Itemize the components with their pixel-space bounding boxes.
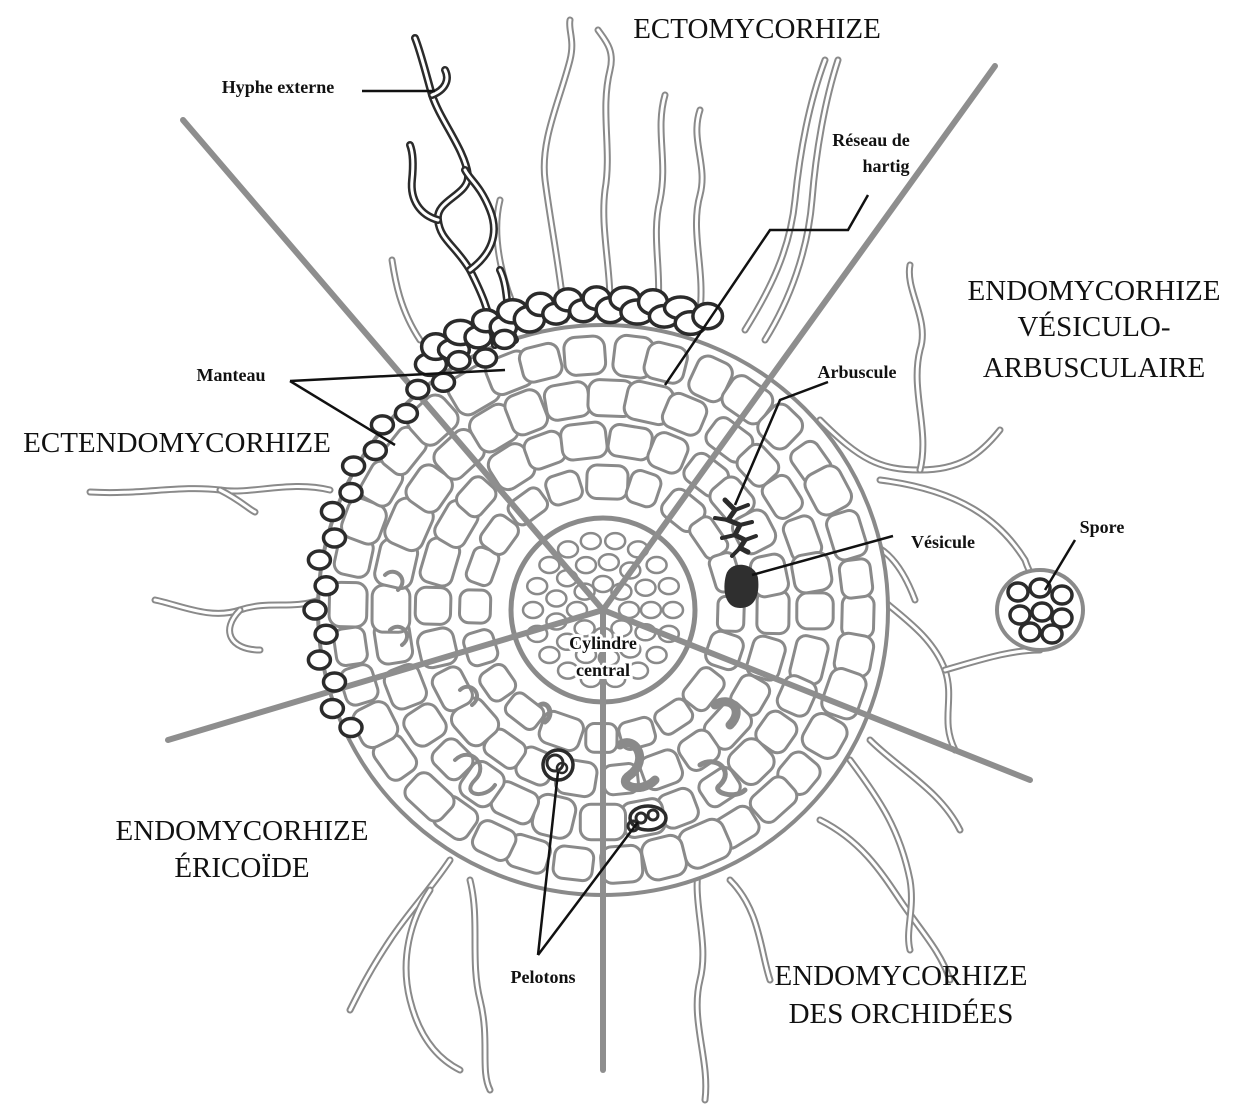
cylinder-cell [599,554,619,570]
mantle-cell [340,484,362,502]
mantle-cell [321,700,343,718]
mantle-cell [308,551,330,569]
mantle-cell [315,625,337,643]
label-reseau-line1: Réseau de [832,130,910,150]
cylinder-cell [581,533,601,549]
label-spore: Spore [1080,517,1125,537]
label-manteau: Manteau [197,365,266,385]
cortex-cell [841,595,874,639]
mantle-cell [475,349,497,367]
cylinder-cell [523,602,543,618]
cortex-cell [586,465,628,500]
cortex-cell [560,421,609,461]
mantle-cell [304,601,326,619]
ectendo-title: ECTENDOMYCORHIZE [23,427,331,459]
mantle-cell [343,457,365,475]
cortex-cell [415,587,451,625]
mantle-cell [315,577,337,595]
cylinder-cell [576,557,596,573]
cortex-cell [372,585,410,632]
cylinder-cell [659,578,679,594]
label-vesicule: Vésicule [911,532,975,552]
label-reseau-line2: hartig [863,156,910,176]
label-cylindre-line2: central [576,660,630,680]
spore-cell [1042,625,1062,643]
spore-cell [1032,603,1052,621]
mantle-cell [321,503,343,521]
cylinder-cell [546,591,566,607]
spore-cell [1052,586,1072,604]
cylinder-cell [663,602,683,618]
mantle-cell [364,442,386,460]
fungal-structures [410,38,515,345]
vesiculo-title-line2: VÉSICULO- [1017,310,1170,343]
cylinder-cell [636,580,656,596]
mantle-cell [395,404,417,422]
ericoide-title-line1: ENDOMYCORHIZE [116,815,369,847]
cortex-cell [552,845,595,882]
label-cylindre-line1: Cylindre [569,633,637,653]
cylinder-cell [558,541,578,557]
cylinder-cell [641,602,661,618]
ectomycorhize-title: ECTOMYCORHIZE [633,13,881,45]
orchidees-title-line2: DES ORCHIDÉES [789,997,1014,1030]
cylinder-cell [539,647,559,663]
mantle-cell [448,352,470,370]
cortex-cell [543,380,592,422]
label-hyphe-externe: Hyphe externe [222,77,334,97]
cylinder-cell [647,647,667,663]
cylinder-cell [527,578,547,594]
mantle-cell [324,529,346,547]
spore-cell [1008,583,1028,601]
mantle-cell [324,673,346,691]
ericoide-title-line2: ÉRICOÏDE [174,851,309,884]
cortex-cell [459,590,491,624]
cortex-cell [639,833,689,883]
cylinder-cell [593,576,613,592]
mantle-cell [308,651,330,669]
vesiculo-title-line3: ARBUSCULAIRE [983,352,1205,384]
label-arbuscule: Arbuscule [817,362,896,382]
label-pelotons: Pelotons [511,967,576,987]
cortex-cell [797,593,834,629]
mantle-cell [407,380,429,398]
mantle-cell [494,330,516,348]
mantle-cell [433,373,455,391]
cylinder-cell [628,663,648,679]
spore-cell [1010,606,1030,624]
cylinder-cell [605,533,625,549]
cortex-cell [838,558,873,599]
cylinder-cell [558,663,578,679]
spore-cell [1020,623,1040,641]
orchidees-title-line1: ENDOMYCORHIZE [775,960,1028,992]
cylinder-cell [647,557,667,573]
vesiculo-title-line1: ENDOMYCORHIZE [968,275,1221,307]
cortex-cell [563,335,606,376]
mantle-cell [340,719,362,737]
vesicle-shape [724,565,758,608]
